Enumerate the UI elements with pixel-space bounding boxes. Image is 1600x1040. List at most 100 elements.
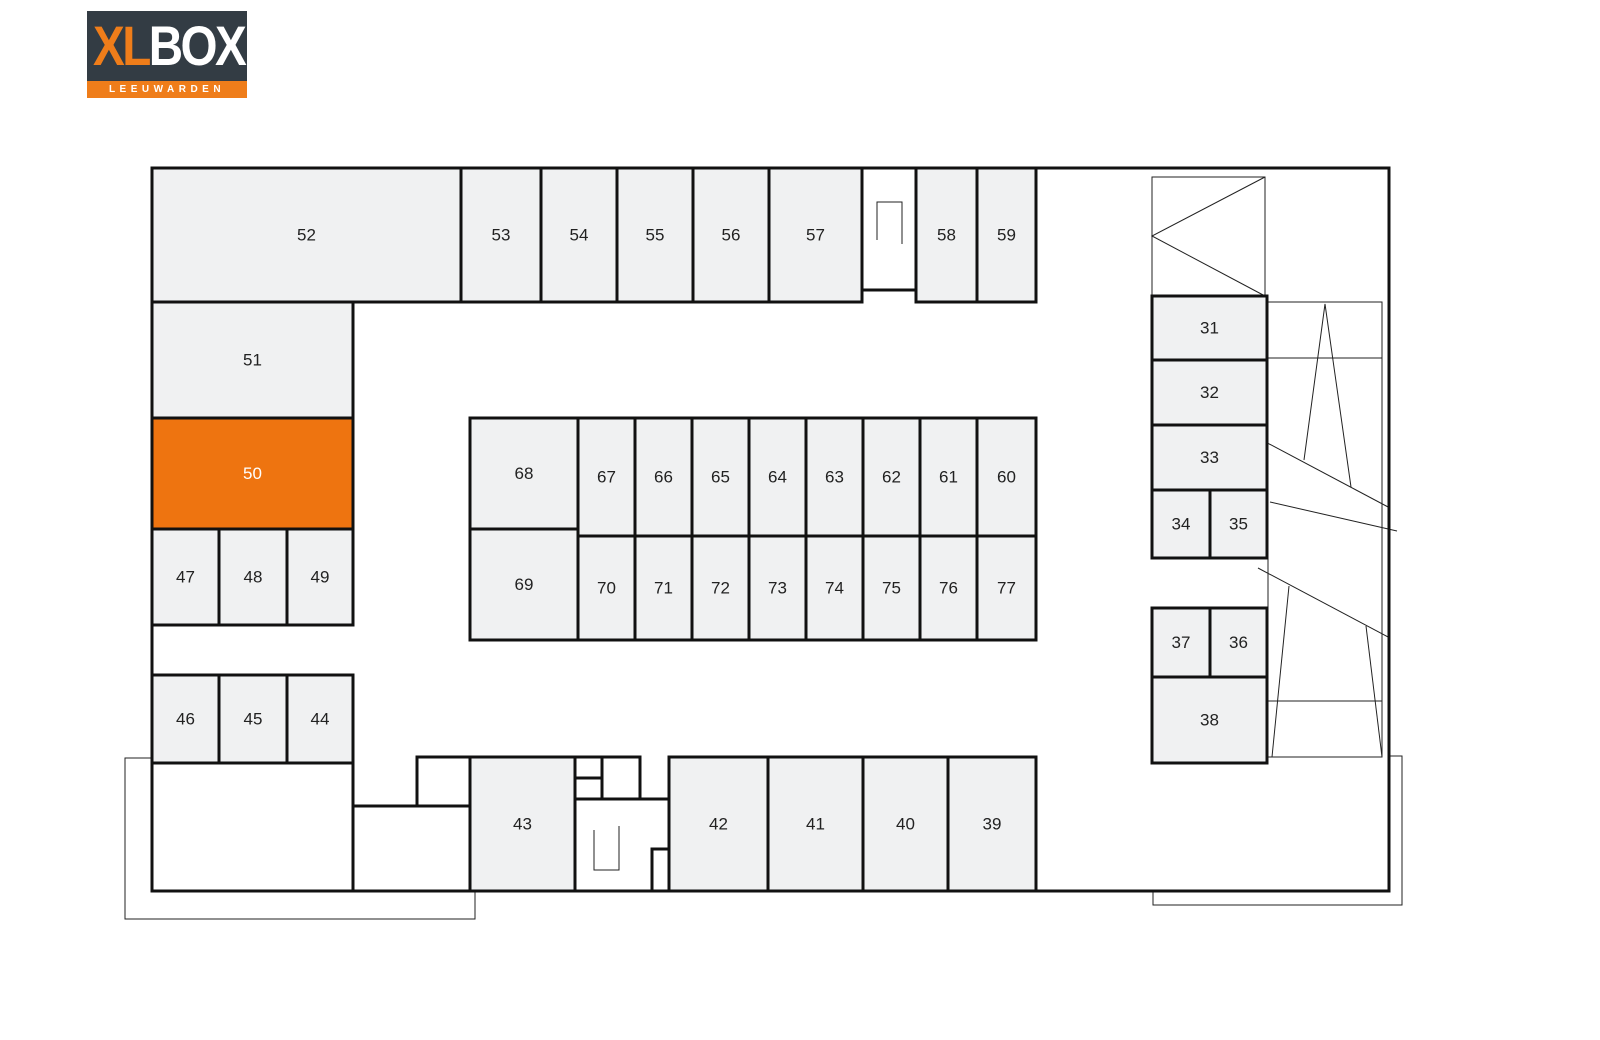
unit-area[interactable] bbox=[217, 527, 289, 627]
unit-number: 74 bbox=[825, 578, 844, 597]
storage-unit-57[interactable]: 57 bbox=[767, 166, 864, 304]
storage-unit-39[interactable]: 39 bbox=[946, 755, 1038, 893]
storage-unit-35[interactable]: 35 bbox=[1208, 488, 1269, 560]
storage-unit-59[interactable]: 59 bbox=[975, 166, 1038, 304]
unit-number: 36 bbox=[1229, 633, 1248, 652]
storage-unit-61[interactable]: 61 bbox=[918, 416, 979, 538]
unit-area[interactable] bbox=[468, 416, 580, 531]
unit-area[interactable] bbox=[861, 755, 950, 893]
xlbox-logo: XLBOX LEEUWARDEN bbox=[87, 11, 247, 98]
unit-number: 66 bbox=[654, 467, 673, 486]
unit-area[interactable] bbox=[150, 416, 355, 531]
unit-area[interactable] bbox=[1150, 294, 1269, 362]
storage-unit-67[interactable]: 67 bbox=[576, 416, 637, 538]
unit-number: 61 bbox=[939, 467, 958, 486]
unit-area[interactable] bbox=[150, 673, 221, 765]
unit-area[interactable] bbox=[804, 534, 865, 642]
storage-unit-48[interactable]: 48 bbox=[217, 527, 289, 627]
unit-area[interactable] bbox=[667, 755, 770, 893]
unit-area[interactable] bbox=[150, 300, 355, 420]
logo-xl: XL bbox=[93, 14, 151, 77]
storage-unit-55[interactable]: 55 bbox=[615, 166, 695, 304]
unit-number: 48 bbox=[244, 567, 263, 586]
storage-unit-65[interactable]: 65 bbox=[690, 416, 751, 538]
unit-area[interactable] bbox=[1150, 488, 1212, 560]
storage-unit-73[interactable]: 73 bbox=[747, 534, 808, 642]
unit-area[interactable] bbox=[747, 534, 808, 642]
unit-area[interactable] bbox=[1150, 675, 1269, 765]
storage-unit-32[interactable]: 32 bbox=[1150, 358, 1269, 427]
storage-unit-36[interactable]: 36 bbox=[1208, 606, 1269, 679]
unit-number: 33 bbox=[1200, 448, 1219, 467]
storage-unit-53[interactable]: 53 bbox=[459, 166, 543, 304]
storage-unit-62[interactable]: 62 bbox=[861, 416, 922, 538]
unit-area[interactable] bbox=[633, 534, 694, 642]
storage-unit-40[interactable]: 40 bbox=[861, 755, 950, 893]
unit-number: 50 bbox=[243, 464, 262, 483]
unit-number: 47 bbox=[176, 567, 195, 586]
storage-unit-33[interactable]: 33 bbox=[1150, 423, 1269, 492]
storage-unit-68[interactable]: 68 bbox=[468, 416, 580, 531]
storage-unit-56[interactable]: 56 bbox=[691, 166, 771, 304]
storage-unit-44[interactable]: 44 bbox=[285, 673, 355, 765]
storage-unit-49[interactable]: 49 bbox=[285, 527, 355, 627]
storage-unit-74[interactable]: 74 bbox=[804, 534, 865, 642]
unit-area[interactable] bbox=[975, 534, 1038, 642]
unit-number: 56 bbox=[722, 225, 741, 244]
unit-number: 53 bbox=[492, 225, 511, 244]
storage-unit-31[interactable]: 31 bbox=[1150, 294, 1269, 362]
unit-area[interactable] bbox=[918, 534, 979, 642]
storage-unit-47[interactable]: 47 bbox=[150, 527, 221, 627]
unit-area[interactable] bbox=[1208, 488, 1269, 560]
storage-unit-38[interactable]: 38 bbox=[1150, 675, 1269, 765]
unit-area[interactable] bbox=[1150, 358, 1269, 427]
storage-unit-41[interactable]: 41 bbox=[766, 755, 865, 893]
storage-unit-34[interactable]: 34 bbox=[1150, 488, 1212, 560]
unit-area[interactable] bbox=[861, 534, 922, 642]
storage-unit-77[interactable]: 77 bbox=[975, 534, 1038, 642]
unit-number: 62 bbox=[882, 467, 901, 486]
storage-unit-43[interactable]: 43 bbox=[468, 755, 577, 893]
stairwell-bottom bbox=[573, 797, 671, 893]
storage-unit-37[interactable]: 37 bbox=[1150, 606, 1212, 679]
storage-unit-58[interactable]: 58 bbox=[914, 166, 979, 304]
unit-number: 52 bbox=[297, 225, 316, 244]
storage-unit-66[interactable]: 66 bbox=[633, 416, 694, 538]
unit-number: 76 bbox=[939, 578, 958, 597]
storage-unit-70[interactable]: 70 bbox=[576, 534, 637, 642]
unit-area[interactable] bbox=[468, 527, 580, 642]
unit-area[interactable] bbox=[1150, 606, 1212, 679]
logo-box: BOX bbox=[148, 14, 247, 77]
storage-unit-75[interactable]: 75 bbox=[861, 534, 922, 642]
unit-number: 43 bbox=[513, 814, 532, 833]
unit-number: 67 bbox=[597, 467, 616, 486]
storage-unit-54[interactable]: 54 bbox=[539, 166, 619, 304]
storage-unit-46[interactable]: 46 bbox=[150, 673, 221, 765]
storage-unit-45[interactable]: 45 bbox=[217, 673, 289, 765]
storage-unit-69[interactable]: 69 bbox=[468, 527, 580, 642]
storage-unit-42[interactable]: 42 bbox=[667, 755, 770, 893]
storage-unit-72[interactable]: 72 bbox=[690, 534, 751, 642]
unit-number: 44 bbox=[311, 709, 330, 728]
unit-area[interactable] bbox=[615, 166, 695, 304]
unit-area[interactable] bbox=[766, 755, 865, 893]
storage-unit-76[interactable]: 76 bbox=[918, 534, 979, 642]
unit-area[interactable] bbox=[767, 166, 864, 304]
unit-number: 64 bbox=[768, 467, 787, 486]
storage-unit-52[interactable]: 52 bbox=[150, 166, 463, 304]
unit-area[interactable] bbox=[918, 416, 979, 538]
storage-unit-60[interactable]: 60 bbox=[975, 416, 1038, 538]
storage-unit-50[interactable]: 50 bbox=[150, 416, 355, 531]
unit-area[interactable] bbox=[459, 166, 543, 304]
unit-area[interactable] bbox=[975, 166, 1038, 304]
unit-number: 37 bbox=[1172, 633, 1191, 652]
storage-unit-64[interactable]: 64 bbox=[747, 416, 808, 538]
storage-unit-71[interactable]: 71 bbox=[633, 534, 694, 642]
unit-area[interactable] bbox=[468, 755, 577, 893]
storage-unit-63[interactable]: 63 bbox=[804, 416, 865, 538]
storage-unit-51[interactable]: 51 bbox=[150, 300, 355, 420]
unit-area[interactable] bbox=[285, 673, 355, 765]
unit-area[interactable] bbox=[691, 166, 771, 304]
unit-area[interactable] bbox=[576, 534, 637, 642]
